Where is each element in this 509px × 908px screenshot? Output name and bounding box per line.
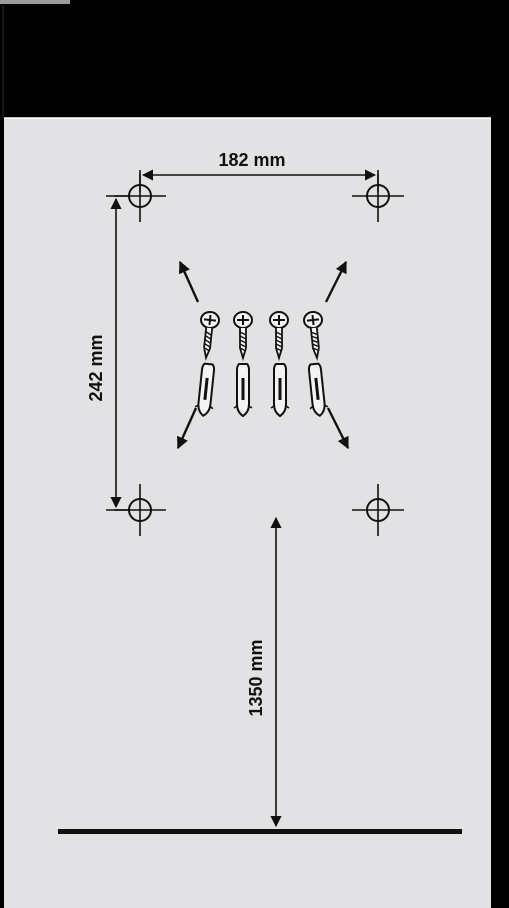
vertical-dimension-label: 242 mm: [86, 334, 106, 401]
wall-plug-icon: [270, 363, 290, 417]
floor-line: [58, 829, 462, 834]
arrow-top-right-icon: [324, 260, 348, 303]
floor-height-dimension: 1350 mm: [246, 516, 282, 828]
arrow-bottom-right-icon: [326, 407, 350, 450]
horizontal-dimension-label: 182 mm: [218, 150, 285, 170]
wall-plug-icon: [233, 363, 253, 417]
diagram-panel: [4, 118, 491, 908]
arrow-top-left-icon: [178, 260, 200, 303]
top-tab: [0, 0, 70, 4]
floor-height-label: 1350 mm: [246, 639, 266, 716]
arrow-bottom-left-icon: [176, 407, 198, 450]
